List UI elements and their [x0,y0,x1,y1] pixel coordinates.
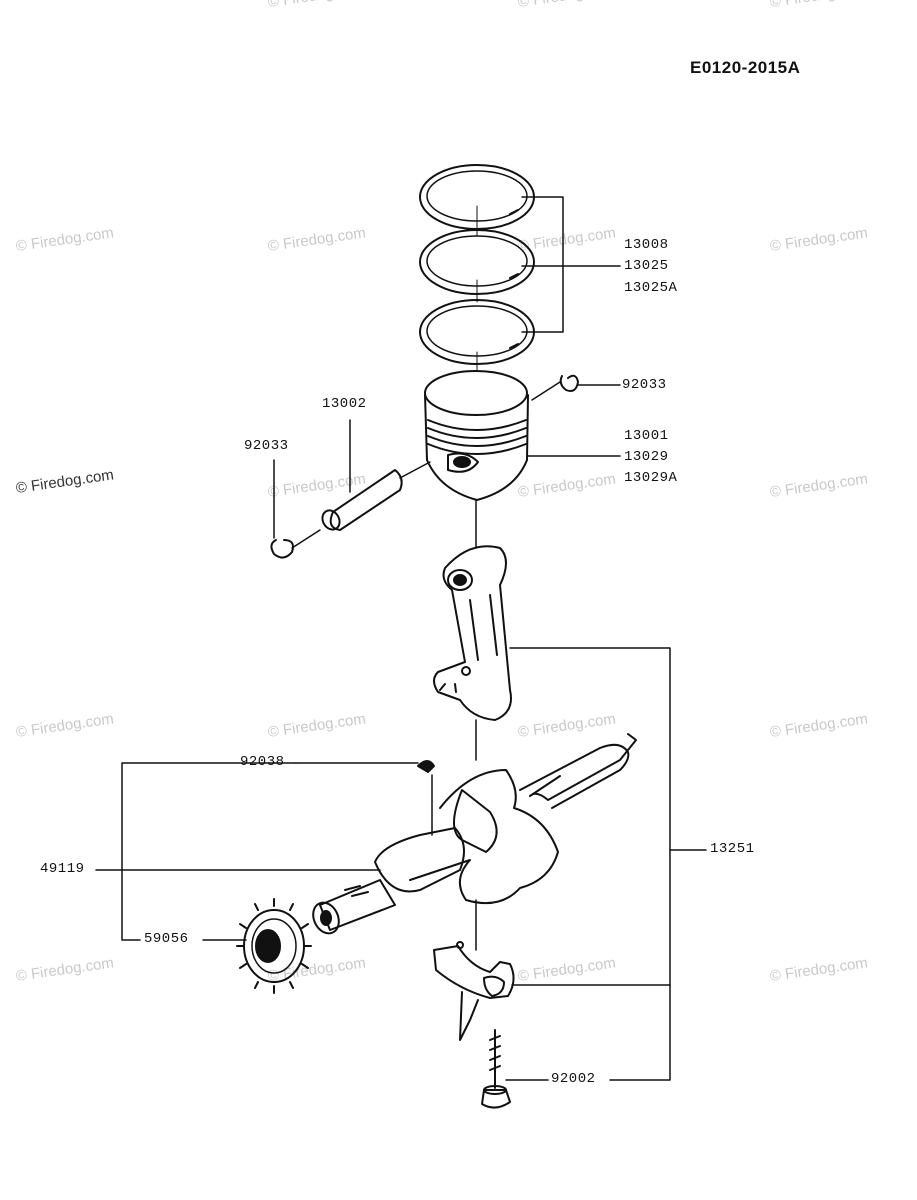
part-number-label: 92002 [551,1071,596,1087]
piston-pin [321,461,431,531]
circlip-right [559,374,579,392]
connecting-rod [433,545,512,721]
part-number-label: 92038 [240,754,285,770]
leader-lines [95,196,707,1081]
part-number-label: 13008 [624,237,669,253]
piston-rings [419,164,535,371]
part-number-label: 13001 [624,428,669,444]
piston [424,370,529,501]
circlip-left [270,529,321,559]
part-number-label: 13029 [624,449,669,465]
part-number-label: 92033 [244,438,289,454]
crank-gear [236,898,312,994]
rod-cap [433,941,515,1041]
part-number-label: 13002 [322,396,367,412]
crankshaft [312,733,637,935]
part-number-label: 13025A [624,280,678,296]
diagram-code: E0120-2015A [690,58,801,77]
part-number-label: 13029A [624,470,678,486]
part-number-label: 59056 [144,931,189,947]
part-number-label: 13025 [624,258,669,274]
woodruff-key [417,760,435,773]
part-number-label: 92033 [622,377,667,393]
rod-bolt [481,1029,511,1109]
part-number-label: 13251 [710,841,755,857]
part-number-label: 49119 [40,861,85,877]
